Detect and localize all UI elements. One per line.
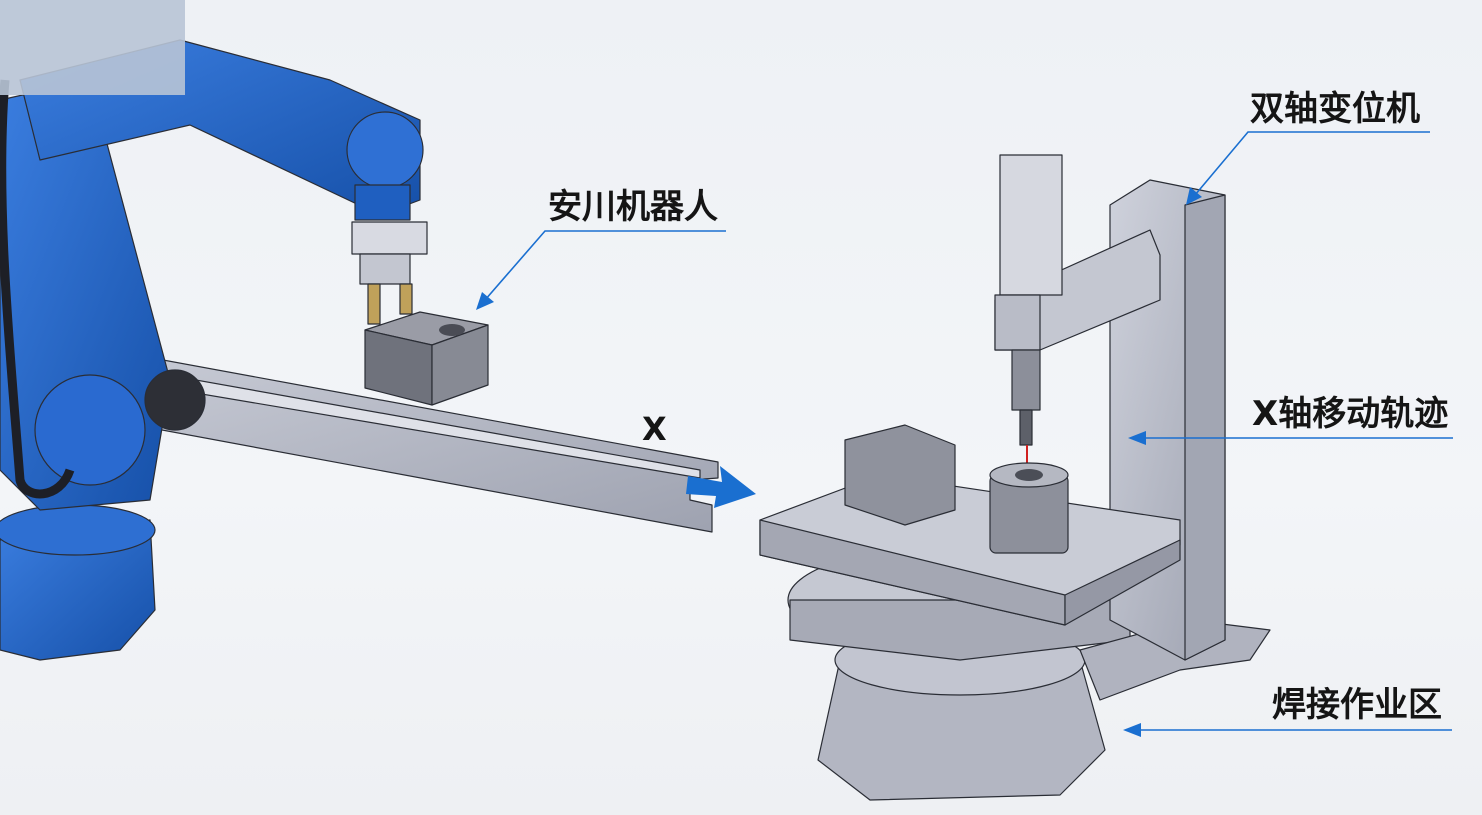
x-direction-arrow (686, 466, 756, 508)
workpiece-block (364, 311, 489, 406)
callout-positioner: 双轴变位机 (1186, 89, 1430, 205)
positioner-label: 双轴变位机 (1250, 89, 1420, 129)
arrowhead-icon (1123, 723, 1141, 737)
callout-x-axis-track: X轴移动轨迹 (1128, 394, 1453, 445)
x-axis-track-label: X轴移动轨迹 (1252, 394, 1448, 434)
welding-zone-label: 焊接作业区 (1272, 685, 1442, 725)
callout-welding-zone: 焊接作业区 (1123, 685, 1452, 737)
arrowhead-icon (1186, 187, 1202, 205)
robot-label: 安川机器人 (548, 187, 718, 227)
dual-axis-positioner (759, 154, 1271, 801)
callout-robot: 安川机器人 (476, 187, 726, 310)
arrowhead-icon (1128, 431, 1146, 445)
arrowhead-icon (476, 292, 494, 310)
x-direction-label: X (642, 410, 667, 448)
yaskawa-robot (0, 0, 428, 661)
